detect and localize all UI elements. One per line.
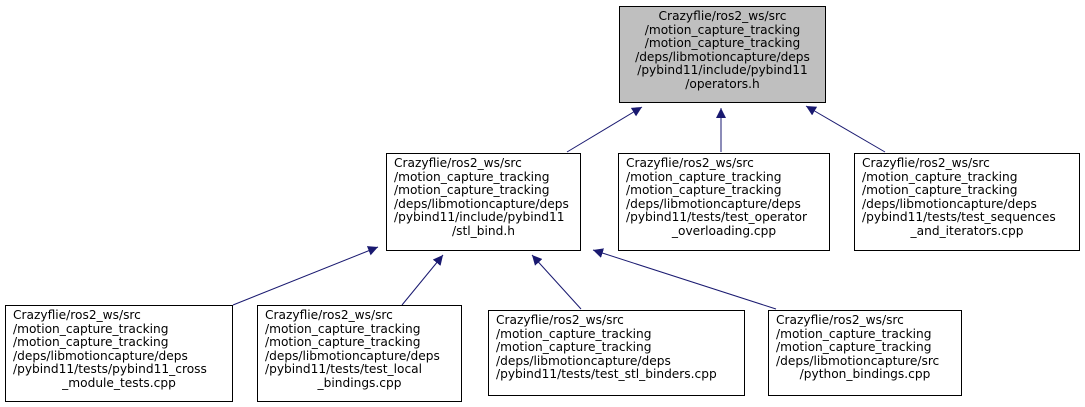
edge-test-sequences-to-operators — [805, 105, 886, 153]
node-line: _overloading.cpp — [671, 223, 777, 238]
node-line: /motion_capture_tracking — [862, 169, 1018, 184]
node-line: Crazyflie/ros2_ws/src — [13, 308, 141, 322]
node-line: /motion_capture_tracking — [496, 340, 652, 355]
node-line: /pybind11/tests/test_sequences — [862, 210, 1056, 225]
node-line: /motion_capture_tracking — [13, 321, 169, 336]
node-line: /pybind11/tests/test_stl_binders.cpp — [496, 367, 717, 382]
node-line: /pybind11/tests/pybind11_cross — [13, 362, 207, 377]
node-operators-h[interactable]: Crazyflie/ros2_ws/src /motion_capture_tr… — [619, 6, 826, 103]
node-test-local-bindings[interactable]: Crazyflie/ros2_ws/src /motion_capture_tr… — [257, 305, 462, 402]
node-python-bindings[interactable]: Crazyflie/ros2_ws/src /motion_capture_tr… — [768, 310, 962, 396]
node-line: /stl_bind.h — [452, 223, 515, 238]
node-test-operator-overloading[interactable]: Crazyflie/ros2_ws/src /motion_capture_tr… — [618, 153, 830, 251]
node-line: /motion_capture_tracking — [13, 335, 169, 350]
node-line: /motion_capture_tracking — [776, 326, 932, 341]
node-pybind11-cross-module-tests[interactable]: Crazyflie/ros2_ws/src /motion_capture_tr… — [5, 305, 233, 402]
node-line: /deps/libmotioncapture/deps — [496, 353, 671, 368]
node-line: /motion_capture_tracking — [265, 335, 421, 350]
node-line: /pybind11/include/pybind11 — [394, 210, 565, 225]
node-line: /motion_capture_tracking — [862, 183, 1018, 198]
node-line: /pybind11/tests/test_operator — [626, 210, 808, 225]
node-line: /deps/libmotioncapture/deps — [13, 348, 188, 363]
node-line: Crazyflie/ros2_ws/src — [626, 156, 754, 170]
node-line: _and_iterators.cpp — [910, 223, 1024, 238]
node-line: /pybind11/tests/test_local — [265, 362, 423, 377]
edge-test-stl-binders-to-stl-bind — [531, 254, 582, 310]
node-line: /motion_capture_tracking — [394, 183, 550, 198]
node-line: /deps/libmotioncapture/deps — [265, 348, 440, 363]
node-line: /motion_capture_tracking — [394, 169, 550, 184]
node-line: /deps/libmotioncapture/deps — [394, 196, 569, 211]
node-line: /deps/libmotioncapture/deps — [862, 196, 1037, 211]
node-line: /deps/libmotioncapture/src — [776, 353, 940, 368]
node-line: _module_tests.cpp — [62, 375, 176, 390]
node-line: Crazyflie/ros2_ws/src — [394, 156, 522, 170]
node-line: /motion_capture_tracking — [265, 321, 421, 336]
node-line: /motion_capture_tracking — [496, 326, 652, 341]
node-line: _bindings.cpp — [317, 375, 402, 390]
node-line: /deps/libmotioncapture/deps — [635, 49, 810, 64]
node-line: /pybind11/include/pybind11 — [637, 63, 808, 78]
edge-cross-module-to-stl-bind — [232, 246, 379, 306]
node-test-sequences-and-iterators[interactable]: Crazyflie/ros2_ws/src /motion_capture_tr… — [854, 153, 1080, 251]
node-line: /motion_capture_tracking — [626, 183, 782, 198]
edge-test-local-to-stl-bind — [401, 254, 444, 306]
node-line: /motion_capture_tracking — [776, 340, 932, 355]
node-line: Crazyflie/ros2_ws/src — [862, 156, 990, 170]
node-line: /motion_capture_tracking — [626, 169, 782, 184]
node-line: /motion_capture_tracking — [644, 22, 801, 37]
node-line: Crazyflie/ros2_ws/src — [658, 9, 787, 23]
node-line: /motion_capture_tracking — [644, 36, 801, 51]
node-line: Crazyflie/ros2_ws/src — [265, 308, 393, 322]
node-test-stl-binders[interactable]: Crazyflie/ros2_ws/src /motion_capture_tr… — [488, 310, 745, 396]
edge-python-bindings-to-stl-bind — [592, 248, 777, 310]
node-line: Crazyflie/ros2_ws/src — [776, 313, 904, 327]
edge-stl-bind-to-operators — [566, 106, 643, 153]
node-line: Crazyflie/ros2_ws/src — [496, 313, 624, 327]
node-line: /operators.h — [685, 76, 760, 91]
node-line: /deps/libmotioncapture/deps — [626, 196, 801, 211]
node-stl-bind-h[interactable]: Crazyflie/ros2_ws/src /motion_capture_tr… — [386, 153, 581, 251]
node-line: /python_bindings.cpp — [799, 367, 931, 382]
